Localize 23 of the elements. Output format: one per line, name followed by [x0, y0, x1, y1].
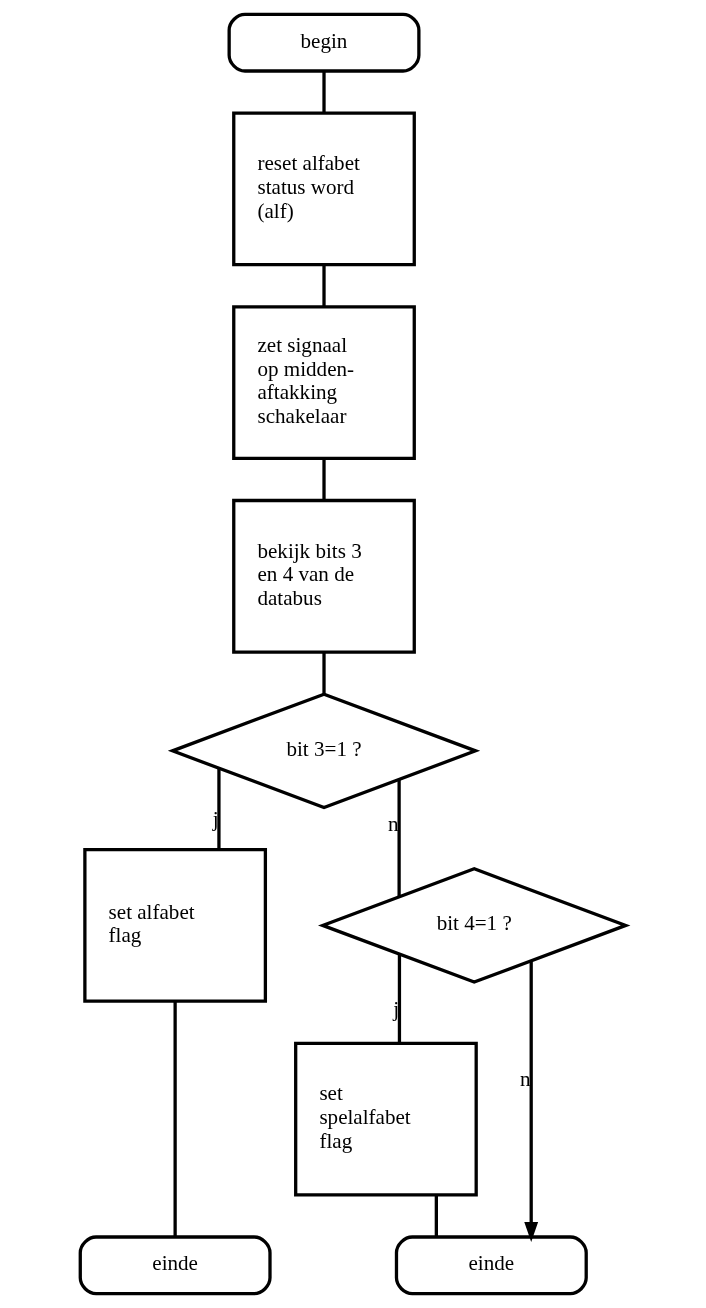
- node-box: set spelalfabet flag: [294, 1041, 478, 1197]
- edge-label: n: [387, 812, 399, 837]
- connector: [173, 1001, 177, 1237]
- connector: [322, 652, 326, 694]
- node-box: bekijk bits 3 en 4 van de databus: [232, 498, 416, 654]
- node-box: begin: [227, 12, 421, 73]
- connector: [397, 779, 401, 897]
- node-diamond: bit 4=1 ?: [318, 867, 631, 984]
- node-box: zet signaal op midden- aftakking schakelaar: [232, 305, 416, 460]
- connector: [322, 71, 326, 114]
- connector: [322, 264, 326, 307]
- node-box: set alfabet flag: [83, 848, 268, 1003]
- edge-label: j: [393, 996, 400, 1021]
- arrow: [524, 961, 539, 1242]
- node-diamond: bit 3=1 ?: [167, 692, 481, 810]
- node-box: einde: [394, 1235, 588, 1296]
- node-box: reset alfabet status word (alf): [232, 111, 416, 267]
- connector: [434, 1195, 438, 1237]
- connector: [397, 954, 402, 1043]
- connector: [322, 458, 326, 501]
- node-box: einde: [78, 1235, 272, 1296]
- connector: [217, 768, 221, 850]
- edge-label: n: [519, 1066, 531, 1091]
